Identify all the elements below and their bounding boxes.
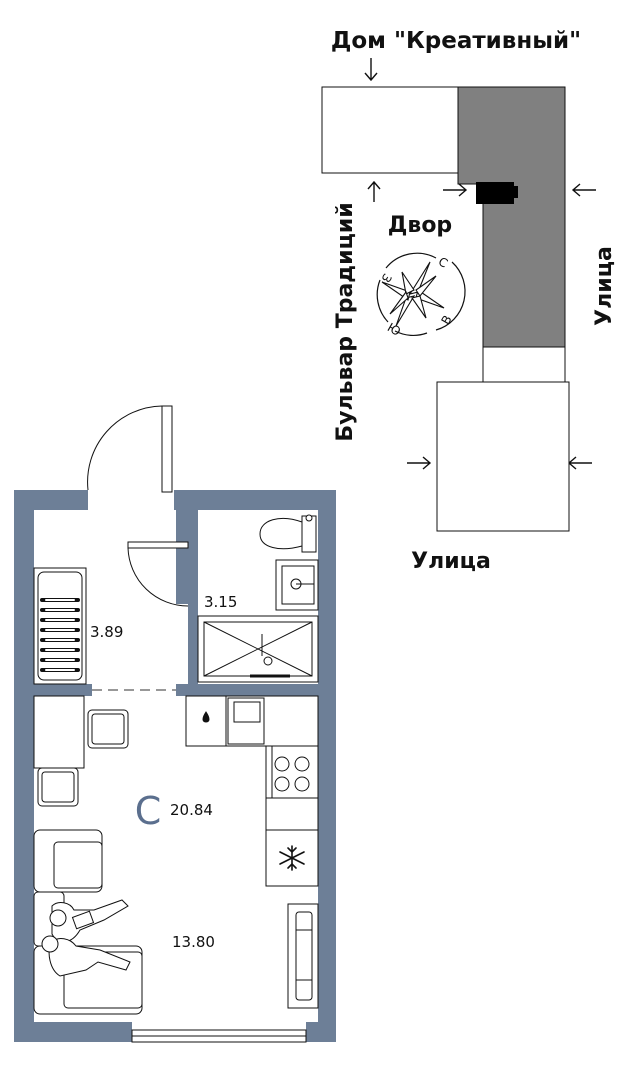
dining-chairs (37, 709, 129, 807)
arrow-left-2 (407, 456, 432, 470)
radiator (33, 567, 87, 685)
arrow-right-2 (567, 456, 592, 470)
snowflake-icon (279, 845, 305, 871)
bed (287, 903, 319, 1009)
floor-plan: 3.89 3.15 20.84 13.80 С (14, 405, 336, 1043)
shower-tray-icon (197, 615, 319, 683)
compass-south-label: Ю (385, 320, 403, 339)
bathroom-door (127, 541, 189, 607)
arrow-yard-right (443, 183, 468, 197)
boulevard-label: Бульвар Традиций (333, 202, 358, 441)
compass-star-icon (381, 261, 445, 327)
entrance-door (87, 405, 173, 493)
apartment-marker-notch (512, 186, 518, 198)
hallway-area-label: 3.89 (90, 623, 123, 641)
compass-north-label: С (436, 254, 450, 270)
street-bottom-label: Улица (411, 549, 491, 574)
toilet-icon (259, 514, 317, 553)
street-right-label: Улица (592, 246, 617, 326)
compass-west-label: З (378, 271, 394, 285)
wardrobe (33, 695, 85, 769)
building-block-top (321, 86, 459, 174)
compass-east-label: В (438, 313, 454, 327)
building-name-label: Дом "Креативный" (331, 28, 581, 54)
water-drop-icon (202, 711, 210, 723)
yard-label: Двор (388, 213, 452, 238)
living-area-label: 13.80 (172, 933, 215, 951)
arrow-yard-up (367, 180, 381, 202)
total-area-label: 20.84 (170, 801, 213, 819)
kitchen-counter (185, 695, 319, 887)
site-plan: Дом "Креативный" Двор Бульвар Традиций У… (321, 28, 617, 574)
compass-rose: С В Ю З (376, 252, 466, 339)
walls (14, 490, 336, 1042)
arrow-right-1 (571, 183, 596, 197)
apartment-marker (476, 182, 514, 204)
entrance-arrows (364, 58, 596, 470)
building-block-highlighted (457, 86, 566, 348)
sink-icon (275, 559, 319, 611)
arrow-top (364, 58, 378, 82)
window-bottom (131, 1029, 307, 1043)
studio-marker: С (135, 789, 162, 833)
compass-ring (435, 261, 466, 331)
building-bottom-inner (436, 381, 570, 532)
people-icon (41, 899, 131, 977)
bathroom-area-label: 3.15 (204, 593, 237, 611)
